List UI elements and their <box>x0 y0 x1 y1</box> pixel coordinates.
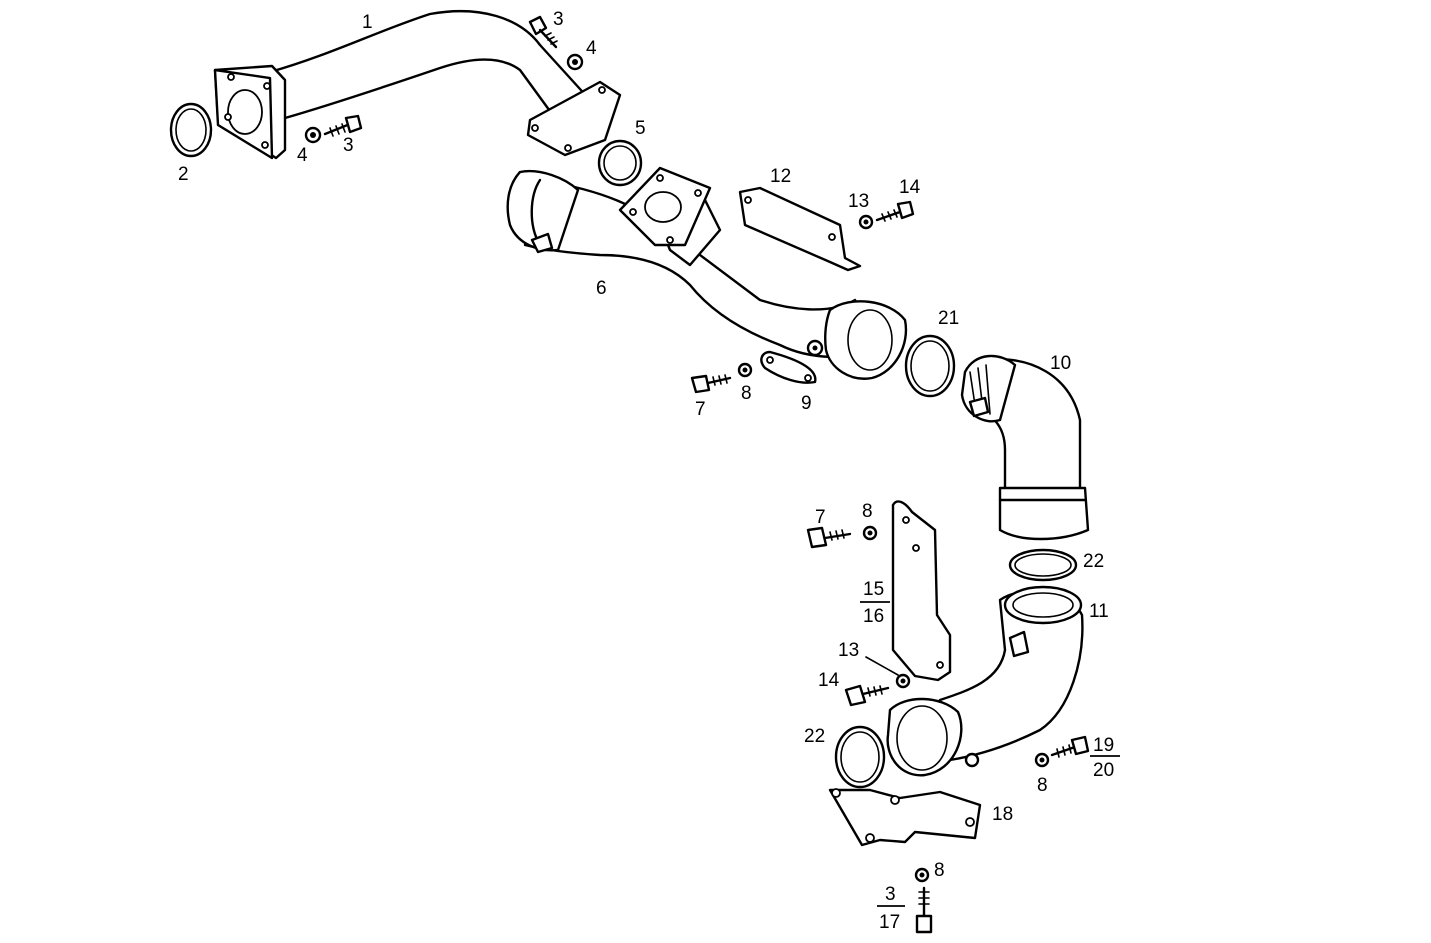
part-8-washer-lower <box>862 525 878 541</box>
label-part-14-lower: 14 <box>818 670 840 691</box>
label-part-3-left: 3 <box>343 135 354 156</box>
part-19-20-bolt <box>1050 735 1090 758</box>
label-part-21: 21 <box>938 308 959 329</box>
label-part-20: 20 <box>1093 760 1114 781</box>
label-part-13-top: 13 <box>848 191 869 212</box>
part-12-bracket <box>738 186 862 272</box>
label-part-12: 12 <box>770 166 791 187</box>
label-part-15: 15 <box>863 579 884 600</box>
part-4-nut-left <box>304 126 322 144</box>
part-9-clamp-strap <box>760 350 817 384</box>
label-part-17: 17 <box>879 912 900 933</box>
part-3-17-bolt-bottom <box>915 886 933 934</box>
part-3-bolt-top <box>528 15 558 49</box>
label-part-8-bottom: 8 <box>934 860 945 881</box>
part-2-gasket-ring <box>169 102 213 158</box>
label-part-11: 11 <box>1089 601 1109 622</box>
part-8-washer-mid <box>737 362 753 378</box>
part-22-gasket-upper <box>1008 548 1078 582</box>
label-part-4-top: 4 <box>586 38 597 59</box>
part-3-bolt-left <box>323 114 363 137</box>
label-part-9: 9 <box>801 393 812 414</box>
part-6-y-pipe <box>506 166 908 380</box>
label-part-10: 10 <box>1050 353 1071 374</box>
part-22-gasket-lower <box>834 725 886 789</box>
label-part-3-bottom: 3 <box>885 884 896 905</box>
part-8-washer-right <box>1034 752 1050 768</box>
label-part-22-lower: 22 <box>804 726 825 747</box>
label-part-6: 6 <box>596 278 607 299</box>
label-part-8-lower: 8 <box>862 501 873 522</box>
label-part-8-mid: 8 <box>741 383 752 404</box>
part-15-16-support-bracket <box>891 500 952 682</box>
part-7-bolt-lower <box>806 526 852 549</box>
part-13-washer-top <box>858 214 874 230</box>
label-part-16: 16 <box>863 606 884 627</box>
label-part-8-right: 8 <box>1037 775 1048 796</box>
part-14-bolt-lower <box>844 684 890 707</box>
label-part-18: 18 <box>992 804 1013 825</box>
label-part-7-lower: 7 <box>815 507 826 528</box>
part-11-bend-pipe <box>886 585 1084 777</box>
label-part-14-top: 14 <box>899 177 921 198</box>
part-8-washer-bottom <box>914 867 930 883</box>
part-10-elbow-pipe <box>960 354 1090 541</box>
part-18-mounting-bracket <box>828 788 982 847</box>
label-part-1: 1 <box>362 12 373 33</box>
label-part-2: 2 <box>178 164 189 185</box>
part-21-gasket-ring <box>904 334 956 398</box>
label-part-13-lower: 13 <box>838 640 859 661</box>
part-5-gasket-ring <box>597 139 643 187</box>
part-14-bolt-top <box>875 200 915 222</box>
part-13-washer-lower <box>865 656 911 689</box>
label-part-5: 5 <box>635 118 646 139</box>
label-part-4-left: 4 <box>297 145 308 166</box>
label-part-7-mid: 7 <box>695 399 706 420</box>
part-1-exhaust-pipe <box>213 10 622 160</box>
label-part-3-top: 3 <box>553 9 564 30</box>
part-7-bolt-mid <box>690 374 732 394</box>
part-4-nut-top <box>566 53 584 71</box>
label-part-19: 19 <box>1093 735 1114 756</box>
label-part-22-upper: 22 <box>1083 551 1104 572</box>
